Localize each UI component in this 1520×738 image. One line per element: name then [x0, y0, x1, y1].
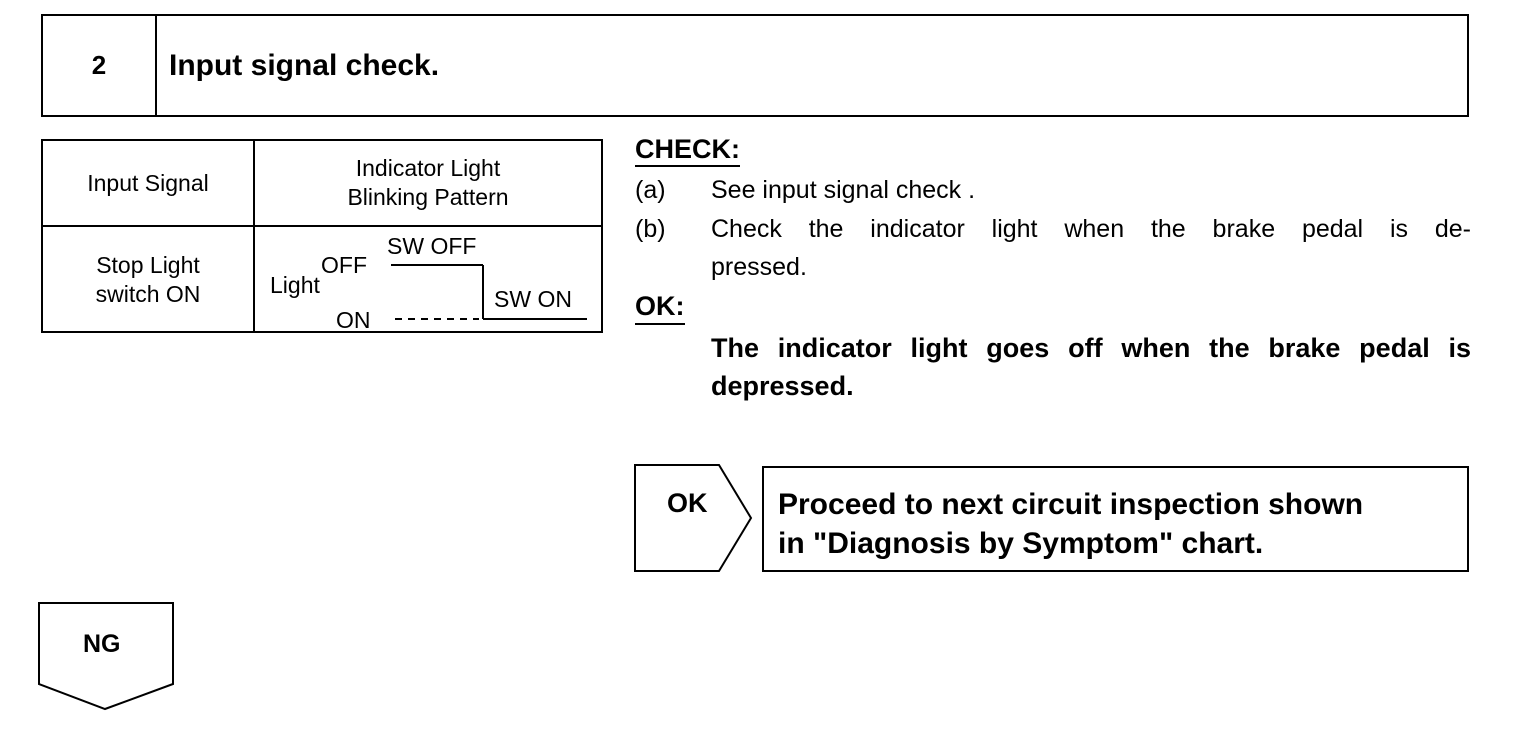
blinking-pattern-diagram: Light OFF ON SW OFF SW ON: [270, 233, 587, 333]
ok-flow-label: OK: [667, 488, 708, 518]
step-a-letter: (a): [635, 176, 666, 204]
step-title: Input signal check.: [169, 48, 440, 82]
ok-result: The indicator light goes off when the br…: [711, 333, 1471, 401]
step-number: 2: [43, 16, 157, 115]
ok-action-line-2: in "Diagnosis by Symptom" chart.: [778, 527, 1264, 560]
table-header-input-signal: Input Signal: [87, 169, 209, 196]
input-signal-table: Input Signal Indicator Light Blinking Pa…: [41, 139, 603, 333]
step-b-text: Check the indicator light when the brake…: [711, 210, 1471, 286]
ok-action-box: Proceed to next circuit inspection shown…: [762, 466, 1469, 572]
light-label: Light: [270, 272, 320, 298]
input-line-1: Stop Light: [96, 252, 200, 278]
header-line-1: Indicator Light: [355, 155, 501, 181]
check-heading: CHECK:: [635, 133, 740, 167]
ok-heading: OK:: [635, 290, 685, 325]
sw-on-label: SW ON: [494, 286, 572, 312]
table-cell-input: Stop Light switch ON: [43, 227, 253, 333]
header-line-2: Blinking Pattern: [347, 184, 509, 210]
ok-action-line-1: Proceed to next circuit inspection shown: [778, 488, 1364, 521]
on-label: ON: [336, 307, 371, 333]
table-header-blinking-pattern: Indicator Light Blinking Pattern: [255, 141, 601, 225]
table-header-divider: [43, 225, 601, 227]
sw-off-label: SW OFF: [387, 233, 476, 259]
step-a-text: See input signal check .: [711, 176, 976, 204]
off-label: OFF: [321, 252, 367, 278]
input-line-2: switch ON: [95, 281, 201, 307]
step-header: 2 Input signal check.: [41, 14, 1469, 117]
step-b-line-1: Check the indicator light when the brake…: [711, 215, 1471, 243]
step-b-line-2: pressed.: [711, 253, 807, 281]
step-b-letter: (b): [635, 215, 666, 243]
ng-flow-label: NG: [83, 630, 121, 658]
table-column-divider: [253, 141, 255, 331]
ok-arrow-shape: OK: [634, 464, 753, 572]
ng-arrow-shape: NG: [38, 602, 174, 711]
